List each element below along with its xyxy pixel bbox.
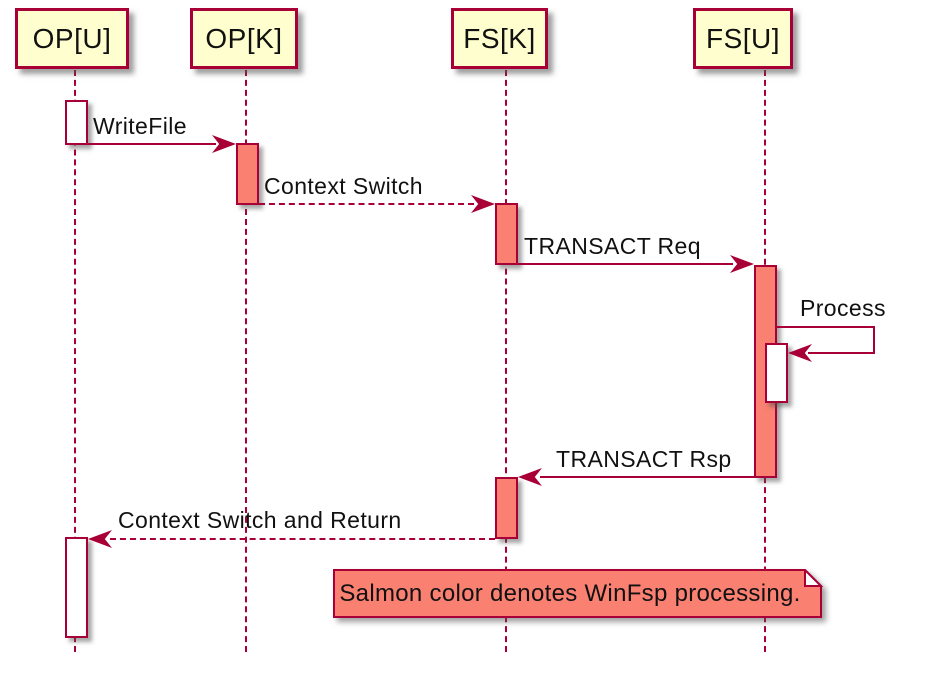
participant-op-u: OP[U] bbox=[15, 8, 129, 69]
message-label: TRANSACT Req bbox=[524, 233, 701, 259]
lifeline-op-u bbox=[74, 70, 76, 652]
message-label: WriteFile bbox=[93, 113, 187, 139]
arrowhead-right-icon bbox=[730, 255, 754, 273]
arrowhead-right-icon bbox=[471, 195, 495, 213]
lifeline-op-k bbox=[245, 70, 247, 652]
activation-bar-op-u-return bbox=[65, 537, 88, 638]
note-shape bbox=[333, 567, 824, 618]
participant-label: OP[K] bbox=[205, 22, 283, 54]
activation-bar-op-u-call bbox=[65, 100, 88, 145]
participant-op-k: OP[K] bbox=[190, 8, 298, 69]
message-label: Process bbox=[800, 295, 886, 321]
message-line bbox=[518, 263, 733, 265]
message-line bbox=[873, 326, 875, 354]
participant-fs-k: FS[K] bbox=[451, 8, 548, 69]
activation-bar-fs-k-response bbox=[495, 477, 518, 539]
lifeline-fs-k bbox=[505, 70, 507, 652]
participant-fs-u: FS[U] bbox=[693, 8, 793, 69]
arrowhead-left-icon bbox=[518, 468, 542, 486]
activation-bar-fs-u-process bbox=[765, 343, 788, 403]
activation-bar-fs-k-request bbox=[495, 203, 518, 265]
arrowhead-left-icon bbox=[88, 530, 112, 548]
activation-bar-op-k bbox=[236, 143, 259, 205]
message-line bbox=[540, 476, 754, 478]
message-line bbox=[808, 352, 875, 354]
message-line bbox=[777, 326, 875, 328]
participant-label: FS[K] bbox=[463, 22, 536, 54]
message-label: TRANSACT Rsp bbox=[556, 446, 732, 472]
participant-label: FS[U] bbox=[705, 22, 781, 54]
message-label: Context Switch and Return bbox=[118, 507, 402, 533]
message-line bbox=[88, 143, 216, 145]
message-line bbox=[110, 538, 495, 540]
message-label: Context Switch bbox=[264, 173, 423, 199]
note-text: Salmon color denotes WinFsp processing. bbox=[339, 580, 801, 607]
message-line bbox=[259, 203, 474, 205]
participant-label: OP[U] bbox=[32, 22, 112, 54]
note-salmon-legend: Salmon color denotes WinFsp processing. bbox=[333, 567, 824, 619]
